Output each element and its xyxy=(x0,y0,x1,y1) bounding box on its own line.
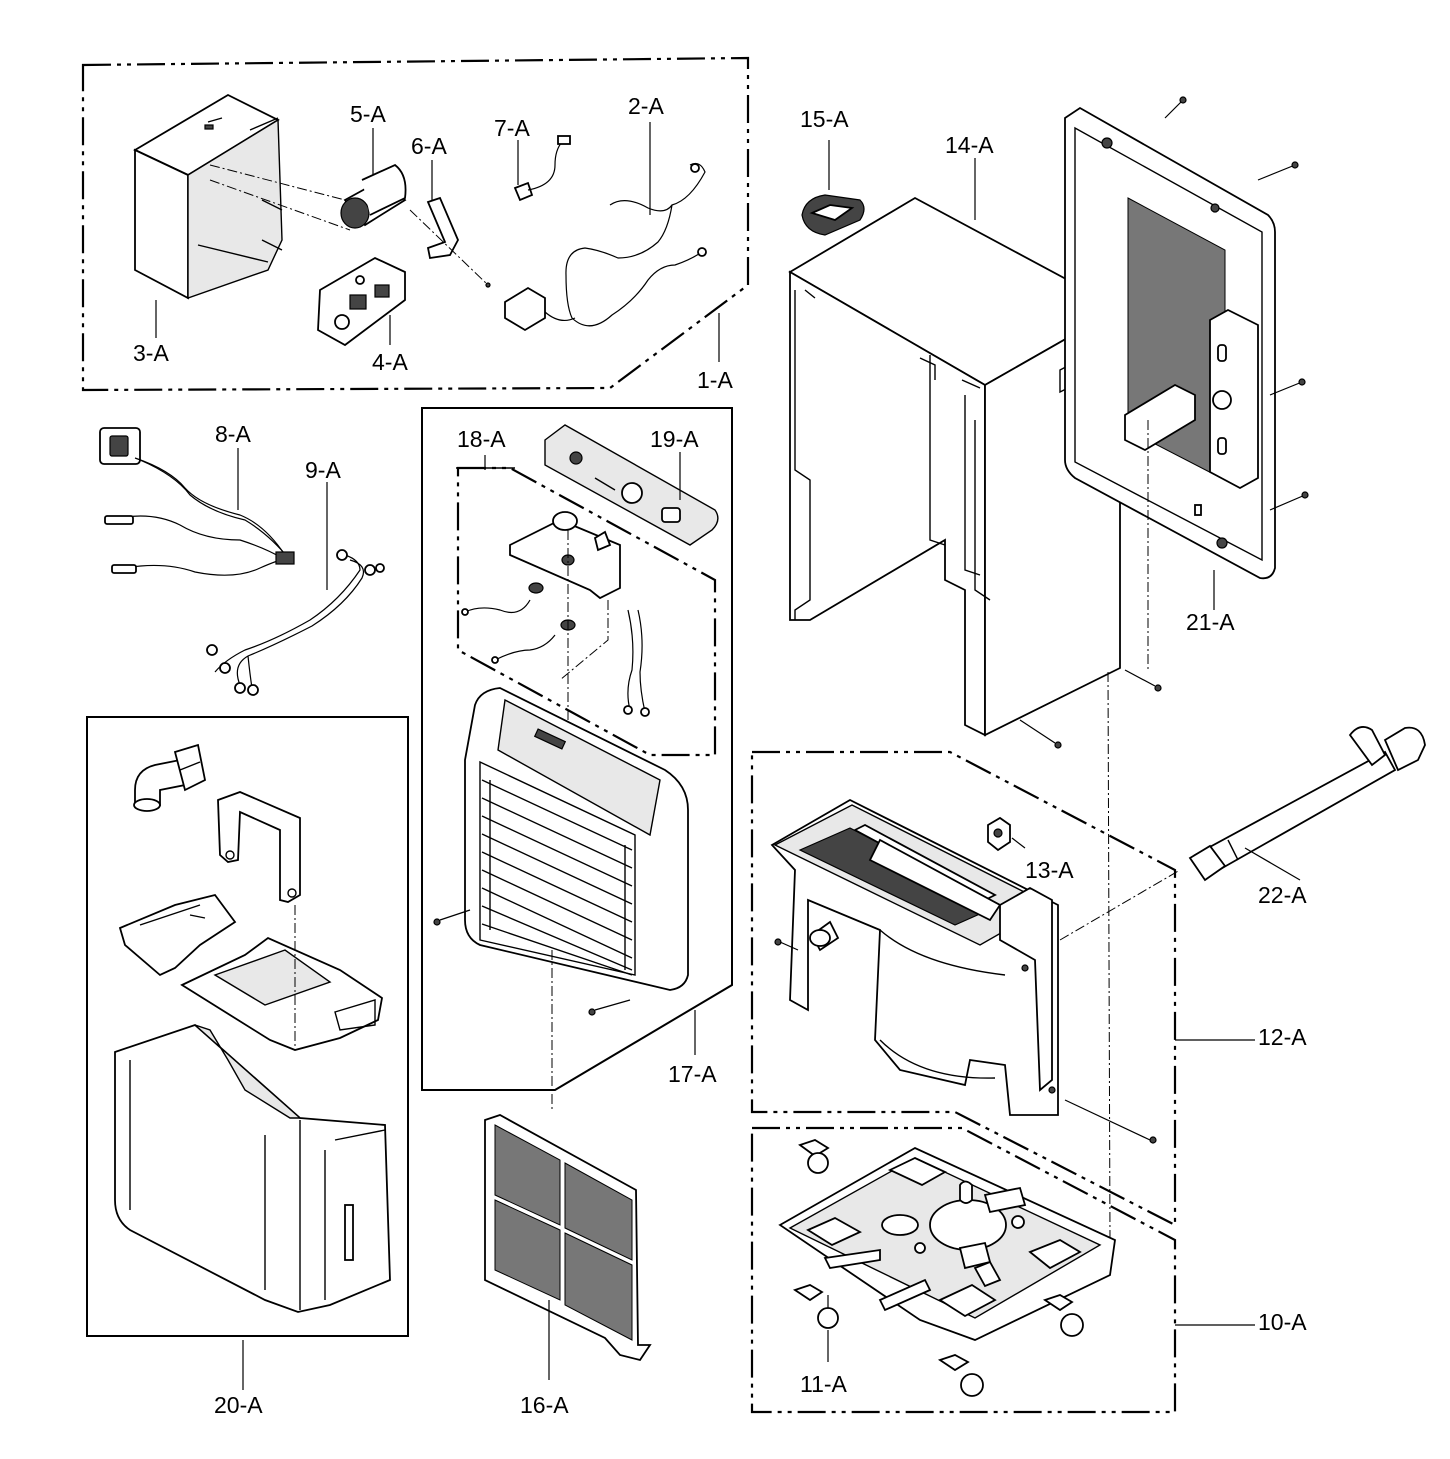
label-7-a: 7-A xyxy=(494,115,530,141)
label-1-a: 1-A xyxy=(697,367,733,393)
part-18-a-bracket xyxy=(509,511,621,631)
label-13-a: 13-A xyxy=(1025,857,1074,883)
part-12-a-chassis xyxy=(770,798,1059,1116)
label-18-a: 18-A xyxy=(457,426,506,452)
bucket-elbow xyxy=(133,743,207,812)
part-3-a-bracket xyxy=(133,93,283,300)
bucket-body xyxy=(114,1023,391,1313)
part-7-a-sensor xyxy=(513,135,571,202)
part-19-a-panel xyxy=(544,424,719,546)
part-9-a-harness: 9-A xyxy=(206,457,385,696)
label-15-a: 15-A xyxy=(800,106,849,132)
label-14-a: 14-A xyxy=(945,132,994,158)
part-6-a-strap xyxy=(426,196,459,260)
group-17-a: 18-A 19-A 17-A xyxy=(421,407,733,1110)
part-11-a-caster-set: 11-A xyxy=(792,1139,1084,1397)
group-20-a: 20-A xyxy=(86,716,409,1418)
label-11-a: 11-A xyxy=(800,1371,848,1397)
group-12-a: 13-A 12-A xyxy=(750,750,1307,1227)
group-10-a: 11-A 10-A xyxy=(750,1126,1307,1414)
label-6-a: 6-A xyxy=(411,133,447,159)
part-2-a-power-cord xyxy=(504,162,707,332)
bucket-cover xyxy=(180,936,383,1051)
label-8-a: 8-A xyxy=(215,421,251,447)
label-3-a: 3-A xyxy=(133,340,169,366)
part-15-a-handle: 15-A xyxy=(800,106,865,236)
label-10-a: 10-A xyxy=(1258,1309,1307,1335)
label-19-a: 19-A xyxy=(650,426,699,452)
label-22-a: 22-A xyxy=(1258,882,1307,908)
part-10-a-base xyxy=(778,1146,1116,1341)
part-5-a-capacitor xyxy=(340,163,407,229)
label-5-a: 5-A xyxy=(350,101,386,127)
part-17-a-front-housing xyxy=(464,687,689,991)
label-20-a: 20-A xyxy=(214,1392,263,1418)
part-22-a-hose: 22-A xyxy=(1188,726,1426,908)
label-4-a: 4-A xyxy=(372,349,408,375)
part-13-a-switch: 13-A xyxy=(987,816,1074,883)
part-21-a-back-panel: 21-A xyxy=(1064,96,1309,672)
part-16-a-filter: 16-A xyxy=(484,1114,652,1418)
group-1-a: 3-A 5-A 4-A 6-A 7-A 2-A 1-A xyxy=(81,56,750,393)
bucket-handle xyxy=(217,791,301,903)
label-9-a: 9-A xyxy=(305,457,341,483)
label-21-a: 21-A xyxy=(1186,609,1235,635)
label-17-a: 17-A xyxy=(668,1061,717,1087)
part-4-a-control-base xyxy=(317,256,406,347)
screws-21-a xyxy=(1164,96,1309,511)
label-12-a: 12-A xyxy=(1258,1024,1307,1050)
label-2-a: 2-A xyxy=(628,93,664,119)
bucket-float xyxy=(118,893,237,977)
label-16-a: 16-A xyxy=(520,1392,569,1418)
part-8-a-harness: 8-A xyxy=(99,421,295,576)
